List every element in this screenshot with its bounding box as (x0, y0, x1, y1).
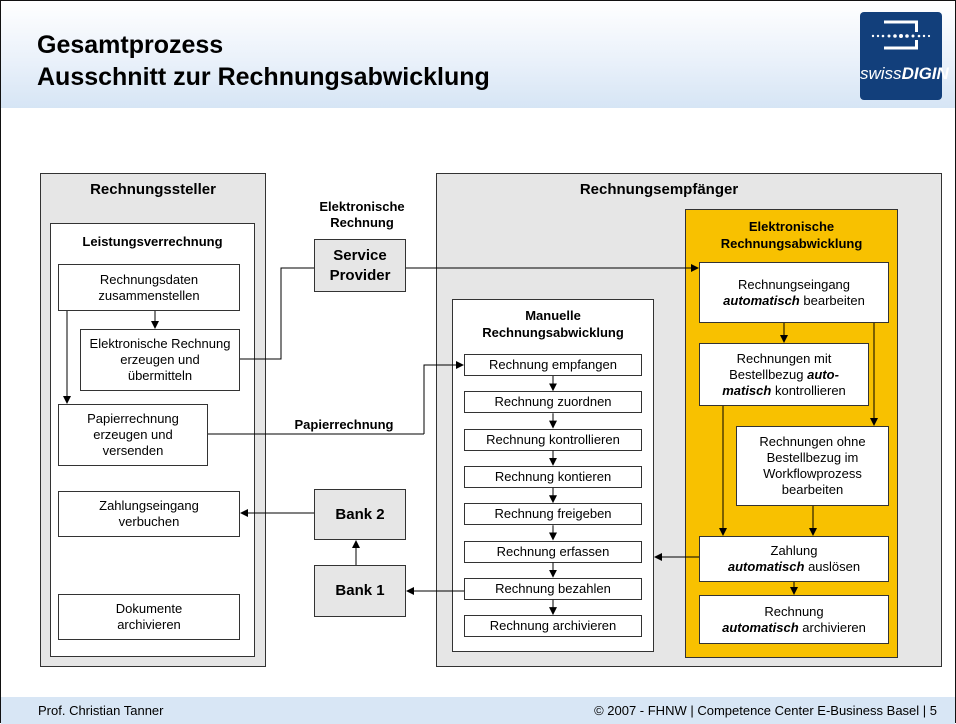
e1-rest: bearbeiten (803, 292, 865, 308)
manual-step: Rechnung empfangen (464, 354, 642, 376)
manual-step: Rechnung erfassen (464, 540, 642, 563)
e2-matisch: matisch (722, 382, 772, 398)
logo-mark-icon (871, 20, 931, 50)
box-zahlung-ausloesen: Zahlung automatisch auslösen (699, 536, 889, 582)
elektronische-rechnung-label: Elektronische Rechnung (319, 199, 405, 230)
box-zahlungseingang: Zahlungseingang verbuchen (58, 491, 240, 537)
e1-line1: Rechnungseingang (737, 276, 851, 292)
e2-line2: Bestellbezug auto- (729, 367, 839, 383)
e5-line2: automatisch archivieren (722, 620, 866, 636)
logo-text-light: swiss (860, 64, 902, 83)
leistungsverrechnung-title: Leistungsverrechnung (82, 234, 223, 249)
e4-auto: automatisch (727, 559, 805, 574)
e4-line2: automatisch auslösen (728, 559, 860, 575)
manual-step: Rechnung archivieren (464, 615, 642, 638)
box-dokumente-archivieren: Dokumente archivieren (58, 594, 240, 640)
bank-2-box: Bank 2 (314, 489, 406, 540)
slide-footer: Prof. Christian Tanner © 2007 - FHNW | C… (1, 697, 955, 724)
e1-auto: automatisch (723, 292, 800, 308)
footer-copyright: © 2007 - FHNW | Competence Center E-Busi… (594, 703, 937, 718)
slide-title: Gesamtprozess Ausschnitt zur Rechnungsab… (37, 29, 490, 93)
box-rechnung-archivieren-auto: Rechnung automatisch archivieren (699, 595, 889, 644)
e1-line2: automatisch bearbeiten (723, 293, 865, 309)
e5-line1: Rechnung (764, 603, 824, 619)
logo-text-bold: DIGIN (901, 64, 949, 83)
title-line-1: Gesamtprozess (37, 31, 224, 59)
manual-step: Rechnung kontrollieren (464, 428, 642, 451)
manuelle-rechnungsabwicklung-title: Manuelle Rechnungsabwicklung (482, 308, 624, 340)
e2-line3: matisch kontrollieren (722, 383, 846, 399)
papierrechnung-label: Papierrechnung (294, 417, 394, 432)
e5-auto: automatisch (722, 619, 799, 635)
e4-rest: auslösen (808, 559, 861, 574)
e2-auto: auto- (807, 366, 839, 382)
e2-rest: kontrollieren (774, 382, 846, 398)
title-line-2: Ausschnitt zur Rechnungsabwicklung (37, 63, 490, 91)
service-provider-box: Service Provider (314, 239, 406, 292)
box-rechnungen-ohne-bestellbezug: Rechnungen ohne Bestellbezug im Workflow… (736, 426, 889, 506)
elektronische-rechnungsabwicklung-title: Elektronische Rechnungsabwicklung (720, 219, 863, 251)
manual-step: Rechnung kontieren (464, 465, 642, 488)
rechnungssteller-title: Rechnungssteller (90, 181, 216, 198)
e2-line1: Rechnungen mit (736, 350, 832, 366)
box-papierrechnung: Papierrechnung erzeugen und versenden (58, 404, 208, 466)
rechnungsempfaenger-title: Rechnungsempfänger (579, 181, 739, 198)
box-rechnungsdaten: Rechnungsdaten zusammenstellen (58, 264, 240, 311)
footer-author: Prof. Christian Tanner (38, 703, 164, 718)
slide-header: Gesamtprozess Ausschnitt zur Rechnungsab… (1, 1, 955, 108)
bank-1-box: Bank 1 (314, 565, 406, 617)
swissdigin-logo: swissDIGIN (860, 12, 949, 100)
manual-step: Rechnung bezahlen (464, 577, 642, 600)
e5-rest: archivieren (802, 619, 866, 635)
manual-step: Rechnung zuordnen (464, 391, 642, 414)
logo-text: swissDIGIN (860, 64, 949, 84)
box-elektronische-rechnung-erzeugen: Elektronische Rechnung erzeugen und über… (80, 329, 240, 391)
e4-line1: Zahlung (770, 543, 818, 558)
e2-bestellbezug: Bestellbezug (729, 366, 804, 382)
box-rechnungseingang: Rechnungseingang automatisch bearbeiten (699, 262, 889, 323)
manual-step: Rechnung freigeben (464, 503, 642, 526)
box-rechnungen-mit-bestellbezug: Rechnungen mit Bestellbezug auto- matisc… (699, 343, 869, 406)
